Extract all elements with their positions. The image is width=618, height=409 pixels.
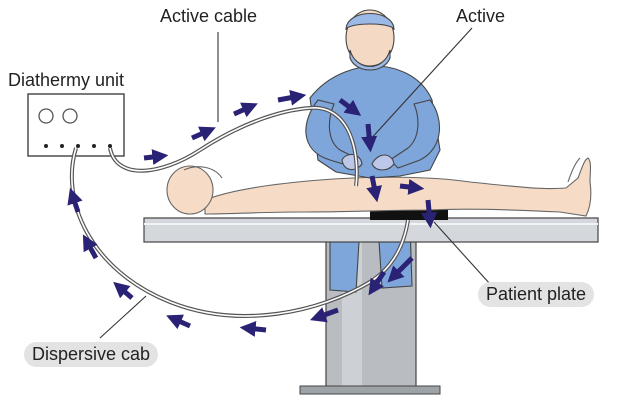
arrow-icon: [338, 98, 362, 116]
table-top: [143, 217, 599, 243]
leader-lines: [99, 27, 491, 339]
label-active-cable: Active cable: [160, 6, 258, 26]
surgeon: [305, 9, 441, 179]
current-arrows: [67, 89, 438, 337]
label-diathermy-unit: Diathermy unit: [8, 70, 125, 90]
arrow-icon: [143, 149, 169, 166]
label-dispersive-cable: Dispersive cab: [24, 342, 159, 367]
arrow-icon: [277, 89, 307, 106]
arrow-icon: [232, 102, 258, 118]
knob-icon: [38, 108, 54, 124]
arrow-icon: [399, 178, 425, 195]
label-active: Active: [456, 6, 506, 26]
arrow-icon: [309, 307, 339, 323]
diathermy-unit: [27, 93, 125, 157]
knob-icon: [62, 108, 78, 124]
arrow-icon: [239, 320, 267, 337]
arrow-icon: [421, 199, 438, 229]
arrow-icon: [166, 314, 192, 330]
patient: [166, 157, 592, 217]
arrow-icon: [361, 123, 378, 153]
arrow-icon: [368, 270, 387, 296]
arrow-icon: [113, 281, 134, 300]
label-patient-plate: Patient plate: [478, 282, 595, 307]
arrow-icon: [387, 256, 414, 283]
active-cable: [108, 105, 359, 187]
dispersive-cable: [69, 147, 410, 318]
arrow-icon: [366, 175, 382, 203]
arrow-icon: [82, 234, 99, 260]
arrow-icon: [67, 187, 83, 213]
arrow-icon: [190, 126, 216, 142]
